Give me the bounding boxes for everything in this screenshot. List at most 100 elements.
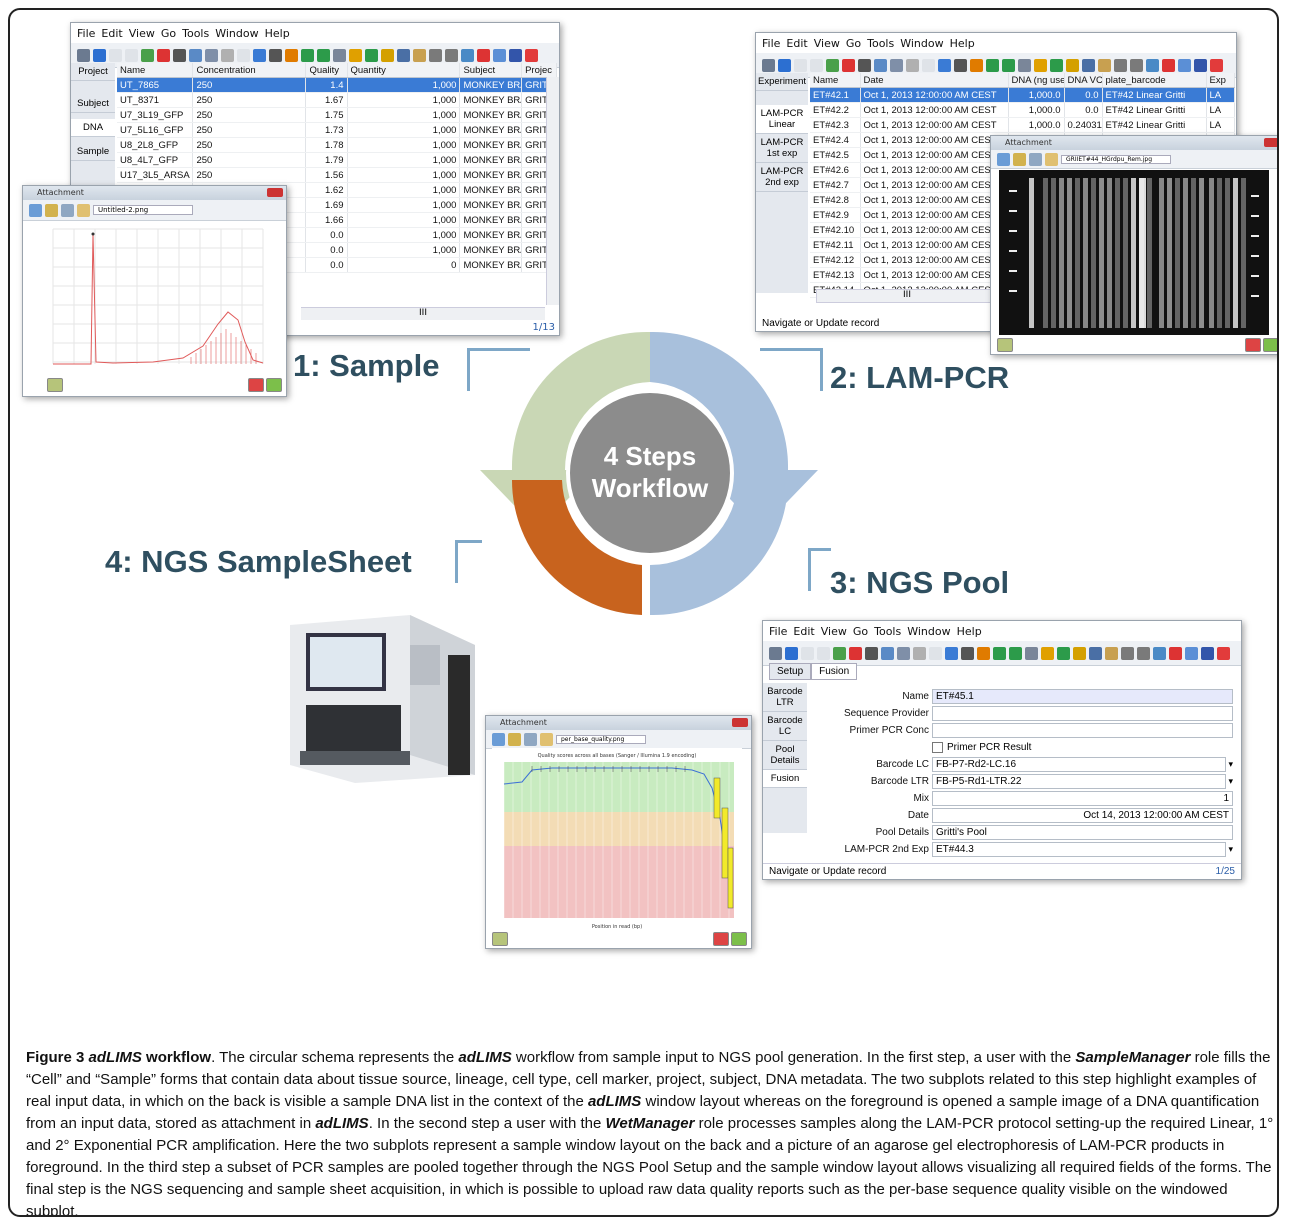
toolbar-icon-4[interactable] [141, 48, 154, 62]
toolbar-icon-8[interactable] [890, 58, 903, 72]
toolbar-icon-19[interactable] [381, 48, 394, 62]
toolbar-icon-13[interactable] [977, 646, 990, 660]
toolbar-icon-27[interactable] [509, 48, 522, 62]
column-header[interactable]: Name [810, 73, 861, 88]
form-field[interactable]: Gritti's Pool [932, 824, 1233, 840]
tab-lampcr-1st[interactable]: LAM-PCR 1st exp [756, 134, 808, 163]
form-field[interactable]: ET#44.3 [932, 841, 1227, 857]
column-header[interactable]: Subject [459, 63, 523, 78]
ok-button[interactable] [266, 378, 282, 392]
toolbar-icon-20[interactable] [397, 48, 410, 62]
toolbar-icon-7[interactable] [189, 48, 202, 62]
toolbar-icon-25[interactable] [1162, 58, 1175, 72]
toolbar-icon-26[interactable] [1185, 646, 1198, 660]
save-icon[interactable] [997, 152, 1010, 166]
toolbar-icon-11[interactable] [945, 646, 958, 660]
toolbar-icon-17[interactable] [349, 48, 362, 62]
toolbar-icon-11[interactable] [253, 48, 266, 62]
tab-project[interactable]: Project [71, 63, 115, 81]
menu-edit[interactable]: Edit [793, 624, 815, 638]
toolbar-icon-7[interactable] [874, 58, 887, 72]
tab-lampcr-2nd[interactable]: LAM-PCR 2nd exp [756, 163, 808, 192]
cancel-button[interactable] [713, 932, 729, 946]
toolbar-icon-1[interactable] [778, 58, 791, 72]
scrollbar-horizontal[interactable]: III [301, 307, 545, 320]
column-header[interactable]: plate_barcode [1102, 73, 1207, 88]
chevron-down-icon[interactable]: ▾ [1228, 775, 1233, 786]
menu-file[interactable]: File [762, 36, 781, 50]
menu-help[interactable]: Help [956, 624, 982, 638]
toolbar-icon-24[interactable] [1146, 58, 1159, 72]
toolbar-icon-25[interactable] [477, 48, 490, 62]
ok-button[interactable] [1263, 338, 1277, 352]
toolbar-icon-25[interactable] [1169, 646, 1182, 660]
menu-go[interactable]: Go [845, 36, 862, 50]
toolbar-icon-3[interactable] [125, 48, 138, 62]
menu-view[interactable]: View [128, 26, 155, 40]
toolbar-icon-12[interactable] [954, 58, 967, 72]
toolbar-icon-5[interactable] [157, 48, 170, 62]
column-header[interactable]: Name [117, 63, 194, 78]
save-icon[interactable] [492, 732, 505, 746]
menu-file[interactable]: File [77, 26, 96, 40]
toolbar-icon-0[interactable] [77, 48, 90, 62]
menu-view[interactable]: View [820, 624, 847, 638]
tab-pool-details[interactable]: Pool Details [763, 741, 807, 770]
toolbar-icon-18[interactable] [365, 48, 378, 62]
help-icon[interactable] [540, 732, 553, 746]
toolbar-icon-20[interactable] [1082, 58, 1095, 72]
tab-barcode-ltr[interactable]: Barcode LTR [763, 683, 807, 712]
toolbar-icon-4[interactable] [826, 58, 839, 72]
tab-setup[interactable]: Setup [769, 663, 812, 680]
toolbar-icon-8[interactable] [205, 48, 218, 62]
toolbar-icon-17[interactable] [1034, 58, 1047, 72]
toolbar-icon-2[interactable] [794, 58, 807, 72]
toolbar-icon-17[interactable] [1041, 646, 1054, 660]
toolbar-icon-23[interactable] [445, 48, 458, 62]
tab-subject[interactable]: Subject [71, 95, 115, 113]
toolbar-icon-0[interactable] [762, 58, 775, 72]
attach-button[interactable] [997, 338, 1013, 352]
toolbar-icon-15[interactable] [1002, 58, 1015, 72]
toolbar-icon-24[interactable] [1153, 646, 1166, 660]
tab-dna[interactable]: DNA [71, 119, 115, 137]
attach-button[interactable] [492, 932, 508, 946]
toolbar-icon-12[interactable] [269, 48, 282, 62]
toolbar-icon-3[interactable] [810, 58, 823, 72]
toolbar-icon-7[interactable] [881, 646, 894, 660]
toolbar-icon-28[interactable] [525, 48, 538, 62]
file-select[interactable]: per_base_quality.png [556, 734, 646, 744]
toolbar-icon-5[interactable] [849, 646, 862, 660]
toolbar-icon-28[interactable] [1217, 646, 1230, 660]
toolbar-icon-2[interactable] [109, 48, 122, 62]
toolbar-icon-13[interactable] [285, 48, 298, 62]
column-header[interactable]: DNA VCN [1064, 73, 1103, 88]
toolbar-icon-19[interactable] [1073, 646, 1086, 660]
form-field[interactable] [932, 722, 1233, 738]
column-header[interactable]: Quality [305, 63, 348, 78]
help-icon[interactable] [1045, 152, 1058, 166]
toolbar-icon-10[interactable] [237, 48, 250, 62]
toolbar-icon-20[interactable] [1089, 646, 1102, 660]
scrollbar-thumb[interactable]: III [903, 290, 911, 300]
menu-window[interactable]: Window [900, 36, 944, 50]
menu-edit[interactable]: Edit [786, 36, 808, 50]
toolbar-icon-4[interactable] [833, 646, 846, 660]
checkbox[interactable] [932, 741, 943, 753]
toolbar-icon-22[interactable] [429, 48, 442, 62]
form-field[interactable]: Oct 14, 2013 12:00:00 AM CEST [932, 807, 1233, 823]
toolbar-icon-24[interactable] [461, 48, 474, 62]
file-select[interactable]: Untitled-2.png [93, 205, 193, 215]
cancel-button[interactable] [1245, 338, 1261, 352]
menu-tools[interactable]: Tools [182, 26, 210, 40]
form-field[interactable] [932, 705, 1233, 721]
toolbar-icon-9[interactable] [913, 646, 926, 660]
toolbar-icon-9[interactable] [221, 48, 234, 62]
column-header[interactable]: Projec [521, 63, 557, 78]
close-icon[interactable] [732, 718, 748, 727]
toolbar-icon-22[interactable] [1114, 58, 1127, 72]
